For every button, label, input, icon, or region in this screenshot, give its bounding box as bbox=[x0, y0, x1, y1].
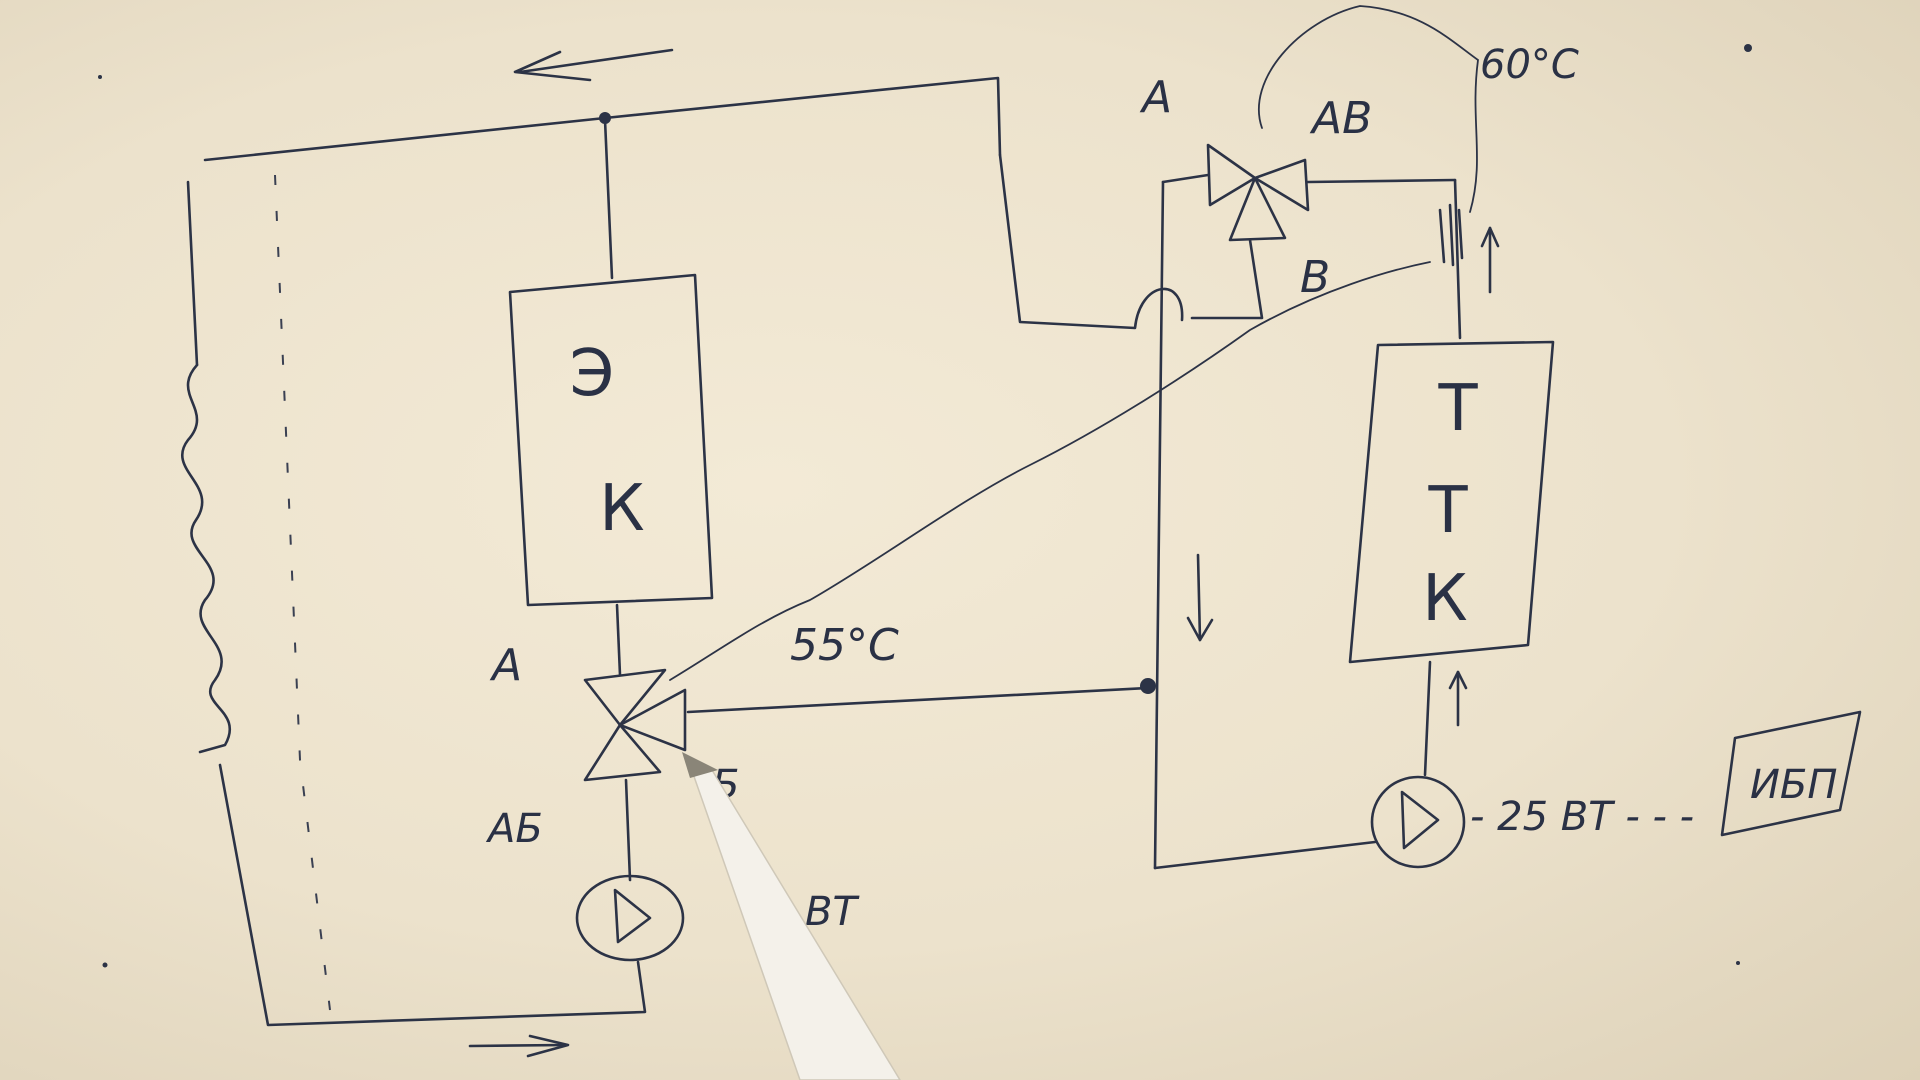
right-valve-port-a-label: A bbox=[1139, 72, 1172, 123]
solid-fuel-boiler-letter-2: Т bbox=[1427, 474, 1468, 548]
ups-box: ИБП bbox=[1720, 710, 1862, 837]
electric-boiler: Э К bbox=[508, 273, 714, 607]
ink-dot bbox=[98, 75, 102, 79]
pipe-right-to-tt-boiler bbox=[1453, 178, 1462, 340]
right-riser bbox=[1153, 180, 1165, 870]
right-valve-temperature: 60°C bbox=[1480, 42, 1579, 88]
flow-arrow-down-middle bbox=[1186, 553, 1214, 642]
ups-label: ИБП bbox=[1750, 762, 1837, 808]
electric-boiler-letter-top: Э bbox=[570, 337, 615, 411]
left-pump-power: ВТ bbox=[805, 889, 860, 935]
pipe-valve-pump-left bbox=[624, 778, 632, 882]
ink-dot bbox=[1744, 44, 1752, 52]
pipe-top-to-right bbox=[998, 153, 1184, 330]
pipe-tt-boiler-pump bbox=[1423, 660, 1432, 777]
radiator-coil bbox=[180, 363, 232, 754]
right-circulation-pump bbox=[1370, 775, 1466, 869]
thermal-sensor-right bbox=[1438, 203, 1464, 267]
left-riser bbox=[186, 180, 199, 367]
pipe-el-boiler-valve bbox=[615, 603, 622, 677]
left-three-way-valve bbox=[583, 668, 687, 782]
left-valve-temperature: 55°C bbox=[790, 620, 899, 671]
pipe-el-boiler-top bbox=[603, 118, 614, 280]
electric-boiler-letter-bottom: К bbox=[599, 472, 644, 546]
ink-dot bbox=[102, 962, 108, 968]
flow-arrow-up-pump-right bbox=[1448, 670, 1468, 727]
pipe-right-valve-ab bbox=[1306, 178, 1457, 184]
solid-fuel-boiler-letter-1: Т bbox=[1437, 372, 1478, 446]
bottom-return-line bbox=[218, 763, 647, 1027]
ink-dot bbox=[1736, 961, 1740, 965]
junction-middle bbox=[1140, 678, 1156, 694]
supply-line-top bbox=[203, 76, 1002, 162]
capillary-sensor-line-left bbox=[669, 261, 1431, 681]
bypass-line-middle bbox=[686, 686, 1150, 714]
flow-arrow-up-right bbox=[1480, 226, 1500, 294]
right-valve-port-b-label: B bbox=[1300, 252, 1330, 303]
pen-pointer bbox=[682, 752, 901, 1080]
flow-arrow-top bbox=[513, 48, 674, 82]
left-circulation-pump bbox=[575, 874, 685, 962]
junction-top bbox=[599, 112, 611, 124]
right-three-way-valve bbox=[1206, 143, 1310, 242]
wall-dashed-line bbox=[274, 174, 331, 1011]
right-valve-port-ab-label: AB bbox=[1309, 93, 1372, 144]
right-pump-power: - 25 ВТ - - - bbox=[1470, 794, 1694, 840]
pipe-right-valve-left bbox=[1161, 173, 1210, 184]
solid-fuel-boiler-letter-3: К bbox=[1422, 562, 1467, 636]
solid-fuel-boiler: Т Т К bbox=[1348, 340, 1555, 664]
left-valve-port-ab-label: AБ bbox=[485, 806, 543, 852]
flow-arrow-bottom bbox=[468, 1034, 570, 1058]
left-valve-port-a-label: A bbox=[489, 640, 522, 691]
pipe-valve-b-down bbox=[1190, 238, 1264, 320]
capillary-sensor-loop-right bbox=[1258, 5, 1479, 213]
pipe-right-bottom bbox=[1153, 840, 1377, 870]
